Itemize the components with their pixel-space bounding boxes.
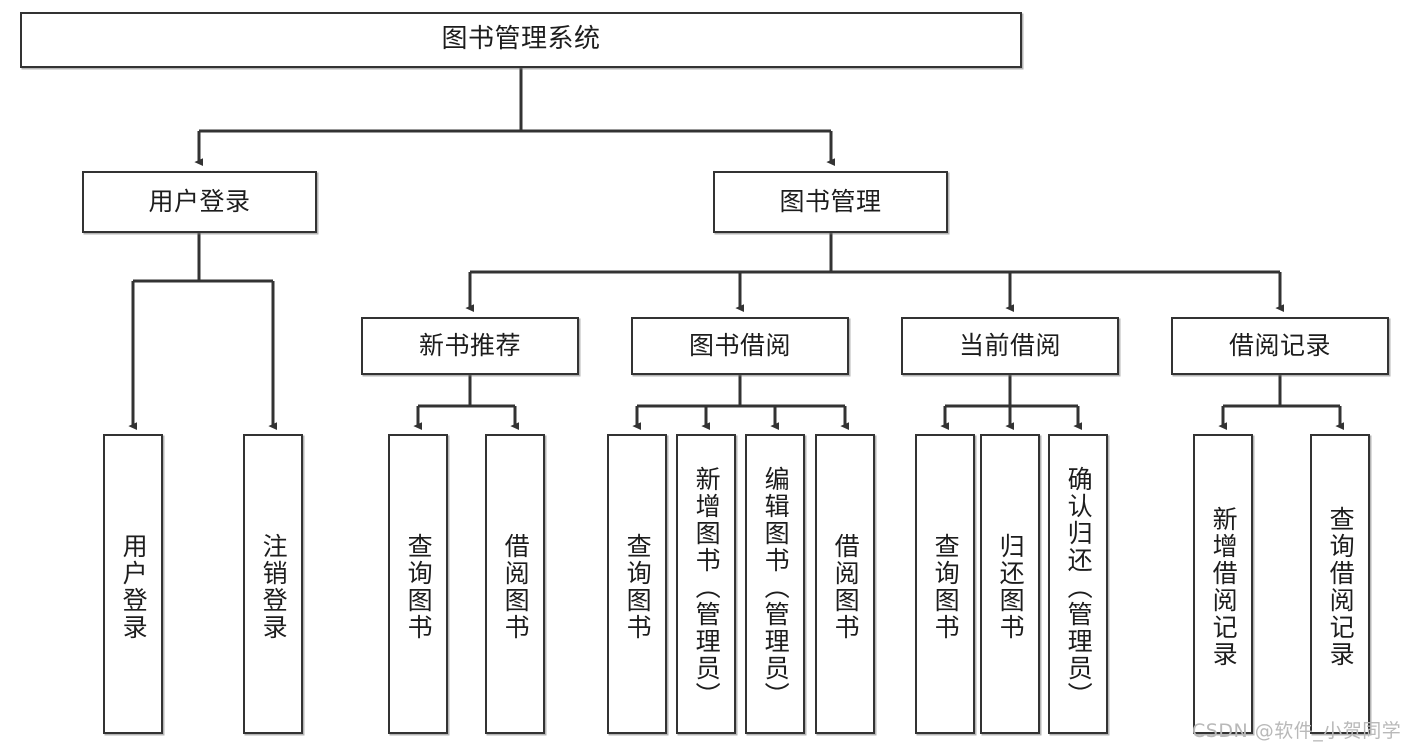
node-leaf-add-book-label: 新增图书（管理员） [692, 465, 722, 709]
node-leaf-query-book-3[interactable]: 查询图书 [915, 434, 975, 734]
node-leaf-user-login[interactable]: 用户登录 [103, 434, 163, 734]
node-leaf-borrow-book-1-label: 借阅图书 [501, 533, 531, 641]
node-current-borrow-label: 当前借阅 [958, 331, 1061, 360]
node-book-management-label: 图书管理 [779, 187, 882, 216]
node-user-login[interactable]: 用户登录 [82, 171, 317, 233]
node-leaf-borrow-book-2[interactable]: 借阅图书 [815, 434, 875, 734]
node-leaf-confirm-return-label: 确认归还（管理员） [1064, 465, 1094, 709]
node-leaf-query-record[interactable]: 查询借阅记录 [1310, 434, 1370, 734]
node-leaf-logout-login[interactable]: 注销登录 [243, 434, 303, 734]
node-root-system-label: 图书管理系统 [441, 24, 601, 55]
node-leaf-query-book-2[interactable]: 查询图书 [607, 434, 667, 734]
node-book-borrow-label: 图书借阅 [688, 331, 791, 360]
node-leaf-query-record-label: 查询借阅记录 [1326, 506, 1356, 668]
node-borrow-record[interactable]: 借阅记录 [1171, 317, 1389, 375]
node-borrow-record-label: 借阅记录 [1228, 331, 1331, 360]
node-leaf-user-login-label: 用户登录 [119, 533, 149, 641]
node-leaf-edit-book-label: 编辑图书（管理员） [761, 465, 791, 709]
node-new-book-recommend-label: 新书推荐 [418, 331, 521, 360]
node-leaf-query-book-3-label: 查询图书 [931, 533, 961, 641]
node-leaf-query-book-1-label: 查询图书 [404, 533, 434, 641]
node-leaf-borrow-book-2-label: 借阅图书 [831, 533, 861, 641]
node-leaf-return-book[interactable]: 归还图书 [980, 434, 1040, 734]
node-leaf-add-book[interactable]: 新增图书（管理员） [676, 434, 736, 734]
node-leaf-return-book-label: 归还图书 [996, 533, 1026, 641]
node-leaf-confirm-return[interactable]: 确认归还（管理员） [1048, 434, 1108, 734]
node-root-system[interactable]: 图书管理系统 [20, 12, 1022, 68]
node-leaf-logout-login-label: 注销登录 [259, 533, 289, 641]
node-book-borrow[interactable]: 图书借阅 [631, 317, 849, 375]
node-leaf-query-book-2-label: 查询图书 [623, 533, 653, 641]
node-leaf-query-book-1[interactable]: 查询图书 [388, 434, 448, 734]
node-current-borrow[interactable]: 当前借阅 [901, 317, 1119, 375]
node-leaf-add-record-label: 新增借阅记录 [1209, 506, 1239, 668]
node-leaf-borrow-book-1[interactable]: 借阅图书 [485, 434, 545, 734]
node-leaf-add-record[interactable]: 新增借阅记录 [1193, 434, 1253, 734]
node-leaf-edit-book[interactable]: 编辑图书（管理员） [745, 434, 805, 734]
node-new-book-recommend[interactable]: 新书推荐 [361, 317, 579, 375]
csdn-watermark: CSDN @软件_小贺同学 [1192, 720, 1402, 742]
node-book-management[interactable]: 图书管理 [713, 171, 948, 233]
node-user-login-label: 用户登录 [148, 187, 251, 216]
